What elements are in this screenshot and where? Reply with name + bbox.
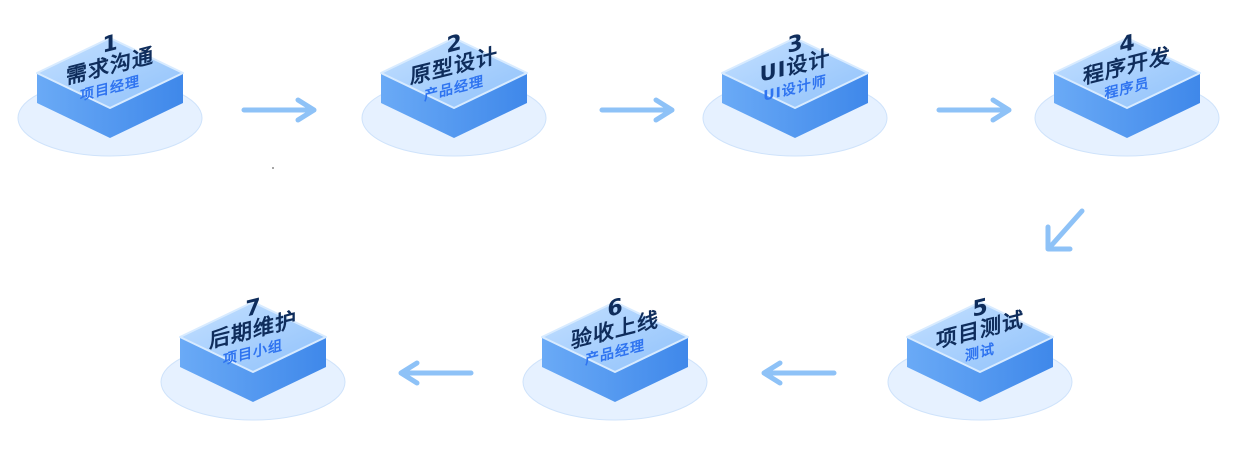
tile-graphic xyxy=(17,37,203,157)
step-1-requirements[interactable]: 1 需求沟通 项目经理 xyxy=(15,18,205,168)
arrow-right-icon xyxy=(598,95,678,125)
step-7-maintenance[interactable]: 7 后期维护 项目小组 xyxy=(158,282,348,432)
arrow-right-icon xyxy=(240,95,320,125)
tile-graphic xyxy=(1034,37,1220,157)
step-6-launch[interactable]: 6 验收上线 产品经理 xyxy=(520,282,710,432)
tile-graphic xyxy=(887,301,1073,421)
tile-graphic xyxy=(361,37,547,157)
arrow-right-icon xyxy=(935,95,1015,125)
arrow-left-icon xyxy=(395,358,475,388)
step-2-prototype[interactable]: 2 原型设计 产品经理 xyxy=(359,18,549,168)
arrow-left-icon xyxy=(758,358,838,388)
step-5-testing[interactable]: 5 项目测试 测试 xyxy=(885,282,1075,432)
tile-graphic xyxy=(160,301,346,421)
step-3-ui-design[interactable]: 3 UI设计 UI设计师 xyxy=(700,18,890,168)
stray-dot xyxy=(272,167,274,169)
arrow-down-left-icon xyxy=(1040,205,1090,255)
tile-graphic xyxy=(702,37,888,157)
step-4-development[interactable]: 4 程序开发 程序员 xyxy=(1032,18,1222,168)
tile-graphic xyxy=(522,301,708,421)
